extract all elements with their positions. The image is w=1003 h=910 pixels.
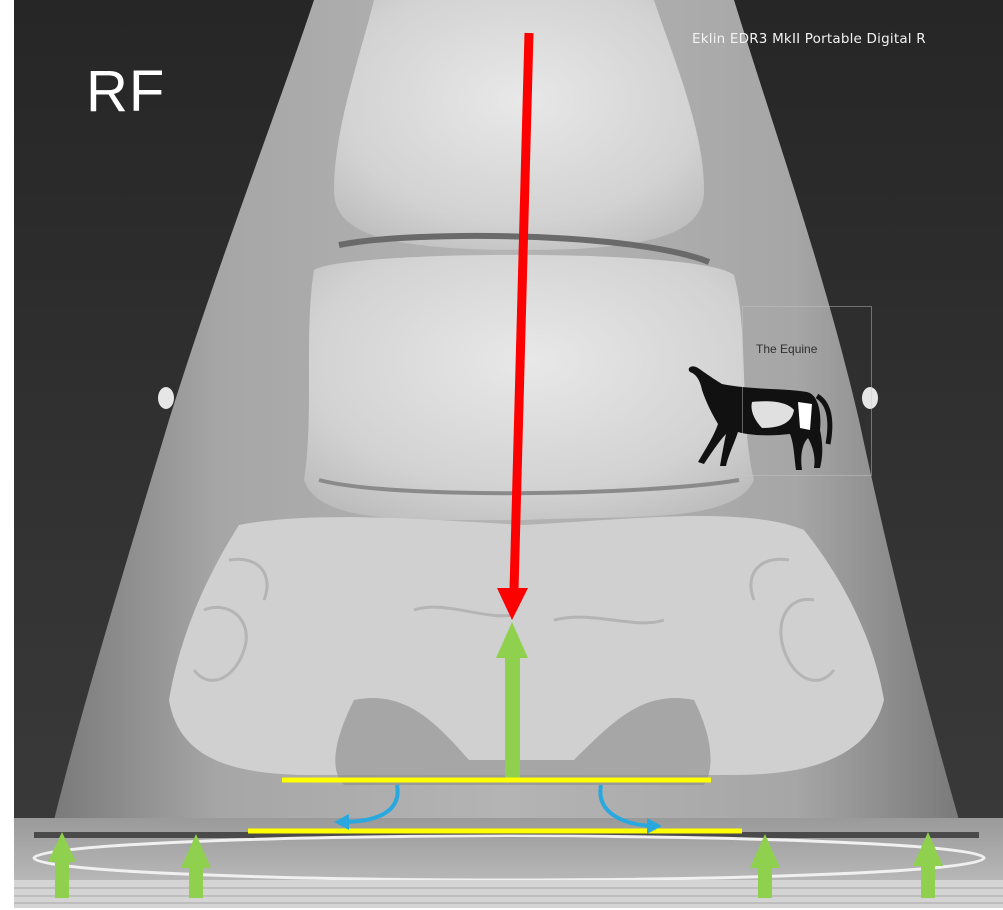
side-label: RF (86, 58, 165, 125)
left-marker (158, 387, 174, 409)
green-arrow-up-center (505, 650, 520, 780)
watermark-frame (742, 306, 872, 476)
xray-image: The Equine RF Eklin EDR3 MkII Portable D… (14, 0, 1003, 908)
first-phalanx (334, 0, 704, 250)
watermark-text: The Equine (756, 342, 817, 356)
device-label: Eklin EDR3 MkII Portable Digital R (692, 31, 926, 47)
second-phalanx (304, 255, 754, 520)
third-phalanx (169, 516, 884, 775)
